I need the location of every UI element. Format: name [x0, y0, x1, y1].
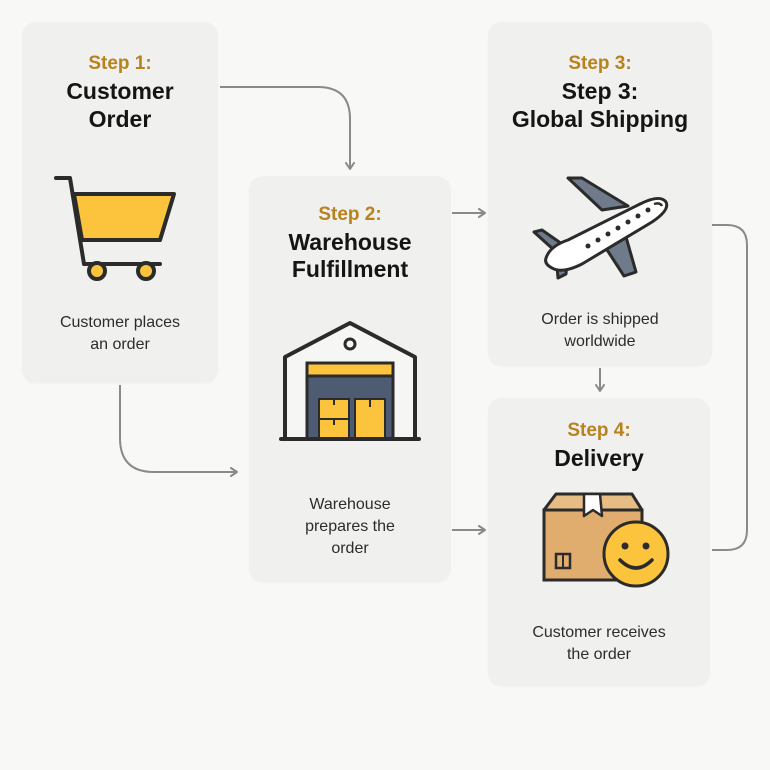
step2-card: Step 2: Warehouse Fulfillment Warehouse … [249, 176, 451, 582]
step3-desc-line1: Order is shipped [541, 311, 659, 328]
step4-desc-line1: Customer receives [532, 624, 666, 641]
step1-title-line2: Order [88, 106, 152, 132]
step4-desc-line2: the order [566, 646, 632, 663]
arrow-step1-to-step2-top [220, 86, 355, 170]
step3-title-line1: Step 3: [561, 78, 639, 104]
step4-title: Delivery [554, 445, 644, 471]
step2-title-line1: Warehouse [288, 229, 412, 255]
step3-label: Step 3: [568, 53, 632, 74]
shopping-cart-icon [52, 172, 182, 289]
step2-desc-line1: Warehouse [309, 496, 391, 513]
step3-desc-line2: worldwide [564, 333, 636, 350]
bracket-step3-to-step4 [712, 224, 748, 551]
step1-desc-line1: Customer places [59, 314, 181, 331]
step1-title-line1: Customer [66, 78, 174, 104]
step1-label: Step 1: [88, 53, 152, 74]
warehouse-icon [279, 319, 421, 448]
arrow-step1-to-step2-bottom [119, 385, 238, 477]
step2-title-line2: Fulfillment [291, 256, 409, 282]
step4-card: Step 4: Delivery Customer receives the o… [488, 398, 710, 686]
step2-desc-line3: order [331, 540, 369, 557]
step2-desc-line2: prepares the [305, 518, 395, 535]
step3-title-line2: Global Shipping [511, 106, 689, 132]
step1-desc-line2: an order [90, 336, 150, 353]
step3-card: Step 3: Step 3: Global Shipping Order is… [488, 22, 712, 366]
package-smiley-icon [538, 490, 674, 601]
airplane-icon [528, 170, 672, 287]
step4-label: Step 4: [567, 420, 631, 441]
step2-label: Step 2: [318, 204, 382, 225]
step1-card: Step 1: Customer Order Customer places a… [22, 22, 218, 383]
